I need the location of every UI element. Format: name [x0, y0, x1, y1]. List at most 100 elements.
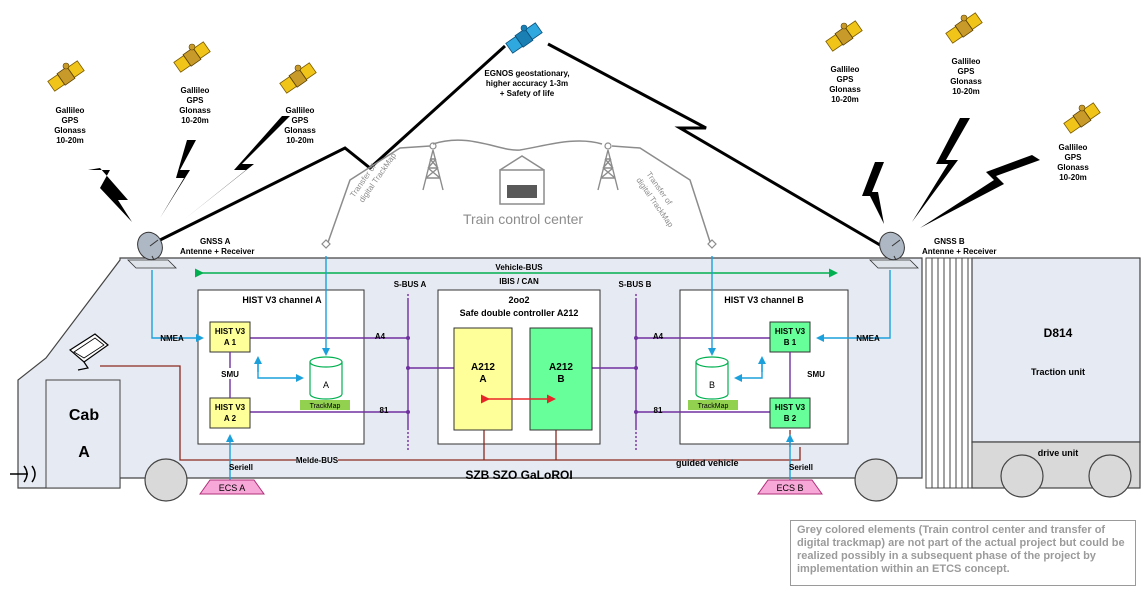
seriell-a-label: Seriell [229, 463, 253, 472]
vehicle-bus: Vehicle-BUS IBIS / CAN [195, 263, 838, 286]
satellite-icon [173, 41, 211, 73]
satellite-icon [1063, 102, 1101, 134]
wheel-icon [1000, 454, 1044, 498]
sat-label: Gallileo [831, 65, 860, 74]
gnss-a: GNSS A Antenne + Receiver [127, 227, 254, 269]
a212-b-box [529, 327, 593, 431]
articulation-bellows [925, 257, 973, 489]
wheel-icon [1088, 454, 1132, 498]
satellite-icon [825, 20, 863, 52]
sat-label: Glonass [829, 85, 861, 94]
satellite-egnos: EGNOS geostationary, higher accuracy 1-3… [484, 22, 570, 98]
channel-b: HIST V3 B 1 HIST V3 B 2 SMU B TrackMap [688, 256, 891, 480]
trackmap-label: TrackMap [310, 403, 341, 410]
trackmap-db-icon: A [309, 356, 343, 400]
channel-b-title: HIST V3 channel B [724, 295, 804, 305]
szb-label: SZB SZO GaLoROI [465, 468, 572, 482]
melde-bus: Melde-BUS [100, 365, 801, 465]
cab-label: Cab [69, 407, 99, 424]
gnss-sub: Antenne + Receiver [180, 247, 254, 256]
sat-label: Gallileo [952, 57, 981, 66]
ecs-b-label: ECS B [776, 483, 803, 493]
sat-label: Glonass [54, 126, 86, 135]
hist-a2-label: HIST V3 [215, 403, 246, 412]
egnos-label: EGNOS geostationary, [484, 69, 569, 78]
port-a4-b: A4 [653, 332, 664, 341]
satellite-right-2: Gallileo GPS Glonass 10-20m [945, 12, 983, 96]
sat-label: Gallileo [56, 106, 85, 115]
hist-b2-label: HIST V3 [775, 403, 806, 412]
sat-label: 10-20m [286, 136, 314, 145]
a212-a-label: A [479, 374, 486, 385]
sat-label: 10-20m [1059, 173, 1087, 182]
sbus-b-label: S-BUS B [619, 280, 652, 289]
melde-bus-label: Melde-BUS [296, 456, 339, 465]
a212-b-label: B [557, 374, 564, 385]
hist-b1-label: HIST V3 [775, 327, 806, 336]
smu-label: SMU [807, 370, 825, 379]
channel-a: HIST V3 A 1 HIST V3 A 2 SMU A TrackMap [151, 256, 350, 480]
trackmap-db-icon: B [695, 356, 729, 400]
sat-label: Glonass [284, 126, 316, 135]
sat-label: Glonass [1057, 163, 1089, 172]
vehicle-bus-label: Vehicle-BUS [495, 263, 543, 272]
traction-title: D814 [1044, 326, 1073, 340]
smu-label: SMU [221, 370, 239, 379]
satellite-left-3: Gallileo GPS Glonass 10-20m [279, 62, 317, 145]
control-center-label: Train control center [463, 211, 583, 227]
satellite-icon [505, 22, 543, 54]
trackmap-tag [300, 400, 350, 410]
hist-b2-box [769, 397, 811, 429]
channel-a-title: HIST V3 channel A [242, 295, 322, 305]
satellite-icon [945, 12, 983, 44]
hist-b2-label: B 2 [784, 414, 797, 423]
ecs-a: ECS A [199, 479, 265, 495]
controller-title: 2oo2 [508, 295, 529, 305]
vehicle-bus-label: IBIS / CAN [499, 277, 539, 286]
db-label: A [323, 380, 329, 390]
a212-a-box [453, 327, 513, 431]
gnss-title: GNSS A [200, 237, 231, 246]
hist-a2-label: A 2 [224, 414, 237, 423]
a212-b-label: A212 [549, 362, 573, 373]
sat-label: Gallileo [181, 86, 210, 95]
sbus-a-label: S-BUS A [394, 280, 427, 289]
gnss-b: GNSS B Antenne + Receiver [869, 227, 996, 269]
egnos-label: higher accuracy 1-3m [486, 79, 568, 88]
radio-tower-icon [597, 142, 619, 191]
port-a4-a: A4 [375, 332, 386, 341]
sat-label: Glonass [950, 77, 982, 86]
port-81-a: 81 [380, 406, 389, 415]
sat-label: Glonass [179, 106, 211, 115]
control-building-icon [499, 155, 545, 205]
hist-a1-box [209, 321, 251, 353]
cab-label: A [78, 444, 90, 461]
trackmap-label: TrackMap [698, 403, 729, 410]
coupler-icon [10, 465, 36, 483]
db-label: B [709, 380, 715, 390]
sat-label: 10-20m [952, 87, 980, 96]
hist-a1-label: HIST V3 [215, 327, 246, 336]
nmea-b-label: NMEA [856, 334, 880, 343]
sbus-junctions [406, 336, 638, 414]
egnos-label: + Safety of life [500, 89, 555, 98]
sat-label: 10-20m [181, 116, 209, 125]
monitor-icon [68, 333, 109, 371]
port-81-b: 81 [654, 406, 663, 415]
guided-vehicle-label: guided vehicle [676, 458, 739, 468]
sat-label: GPS [62, 116, 80, 125]
traction-sub: Traction unit [1031, 367, 1085, 377]
sat-label: GPS [958, 67, 976, 76]
trackmap-tag [688, 400, 738, 410]
a212-a-label: A212 [471, 362, 495, 373]
controller-title: Safe double controller A212 [460, 308, 579, 318]
sat-label: GPS [292, 116, 310, 125]
seriell-b-label: Seriell [789, 463, 813, 472]
traction-unit: D814 Traction unit drive unit [971, 257, 1141, 498]
wheel-icon [854, 458, 898, 502]
ecs-b: ECS B [757, 479, 823, 495]
hist-b1-label: B 1 [784, 338, 797, 347]
controller-internals: A212 A A212 B [453, 327, 593, 431]
satellite-icon [279, 62, 317, 94]
